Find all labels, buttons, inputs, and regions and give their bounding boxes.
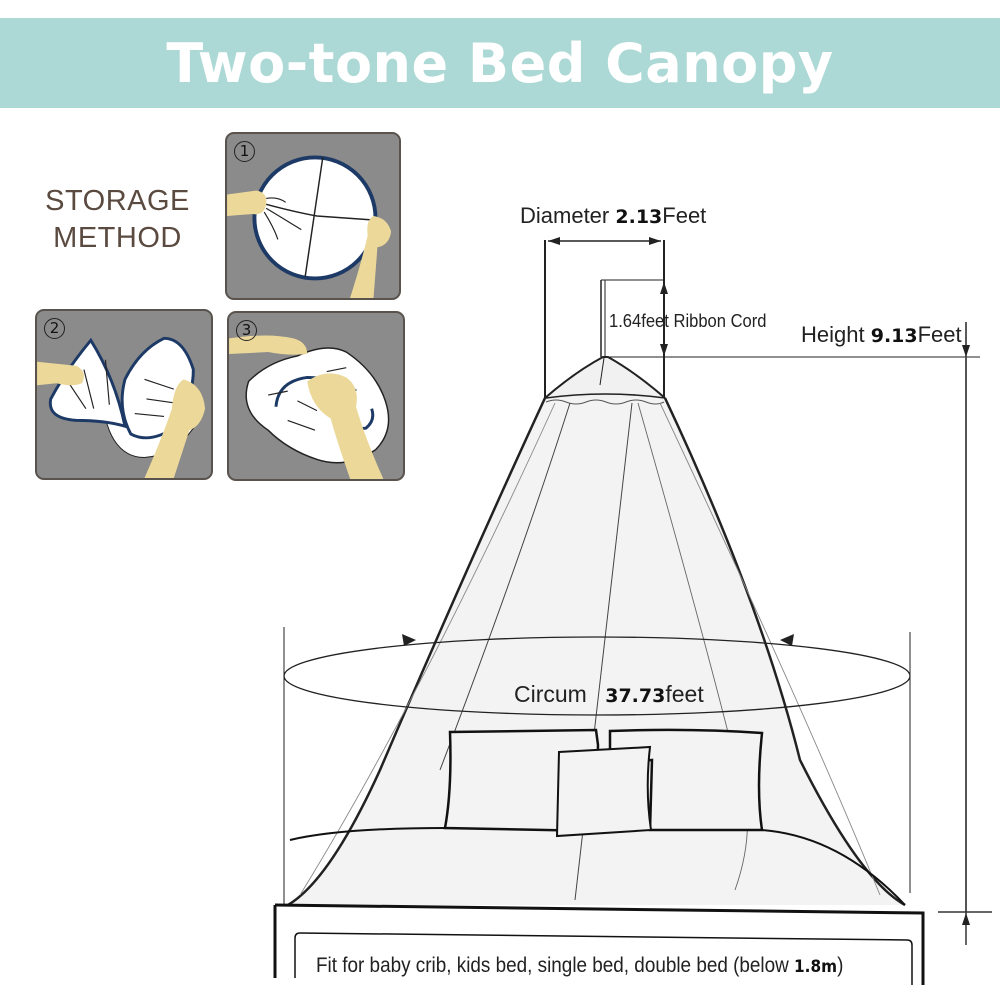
step-number-2: 2 [44,318,65,339]
step-number-1: 1 [234,141,255,162]
ribbon-text: Ribbon Cord [673,311,767,331]
diameter-text: Diameter [520,203,610,228]
diameter-unit: Feet [662,203,707,228]
height-label: Height 9.13Feet [801,322,962,348]
page-title: Two-tone Bed Canopy [166,31,834,95]
storage-step-3: 3 [227,311,405,481]
circumference-unit: feet [665,681,704,707]
circumference-text: Circum [514,681,587,707]
fit-close: ) [837,954,844,977]
ribbon-value: 1.64 [609,311,642,331]
step-number-3: 3 [236,320,257,341]
fold-ring-open-icon [227,155,392,298]
storage-label-line2: METHOD [53,222,182,254]
diameter-value: 2.13 [615,206,663,228]
fold-ring-bundle-icon [229,335,390,479]
storage-method-label: STORAGE METHOD [30,183,205,257]
ribbon-cord-label: 1.64feet Ribbon Cord [609,311,766,332]
diameter-label: Diameter 2.13Feet [520,203,706,229]
bed-fit-note: Fit for baby crib, kids bed, single bed,… [316,954,843,978]
fit-text: Fit for baby crib, kids bed, single bed,… [316,954,795,977]
storage-step-2: 2 [35,309,213,480]
circumference-value: 37.73 [605,685,666,707]
fit-value: 1.8m [794,957,838,977]
title-banner: Two-tone Bed Canopy [0,18,1000,108]
storage-label-line1: STORAGE [45,185,190,217]
height-text: Height [801,322,865,347]
fold-ring-twist-icon [37,336,206,478]
storage-step-1: 1 [225,132,401,300]
ribbon-unit: feet [641,311,669,331]
height-unit: Feet [917,322,962,347]
height-value: 9.13 [870,325,918,347]
circumference-label: Circum 37.73feet [514,681,704,708]
